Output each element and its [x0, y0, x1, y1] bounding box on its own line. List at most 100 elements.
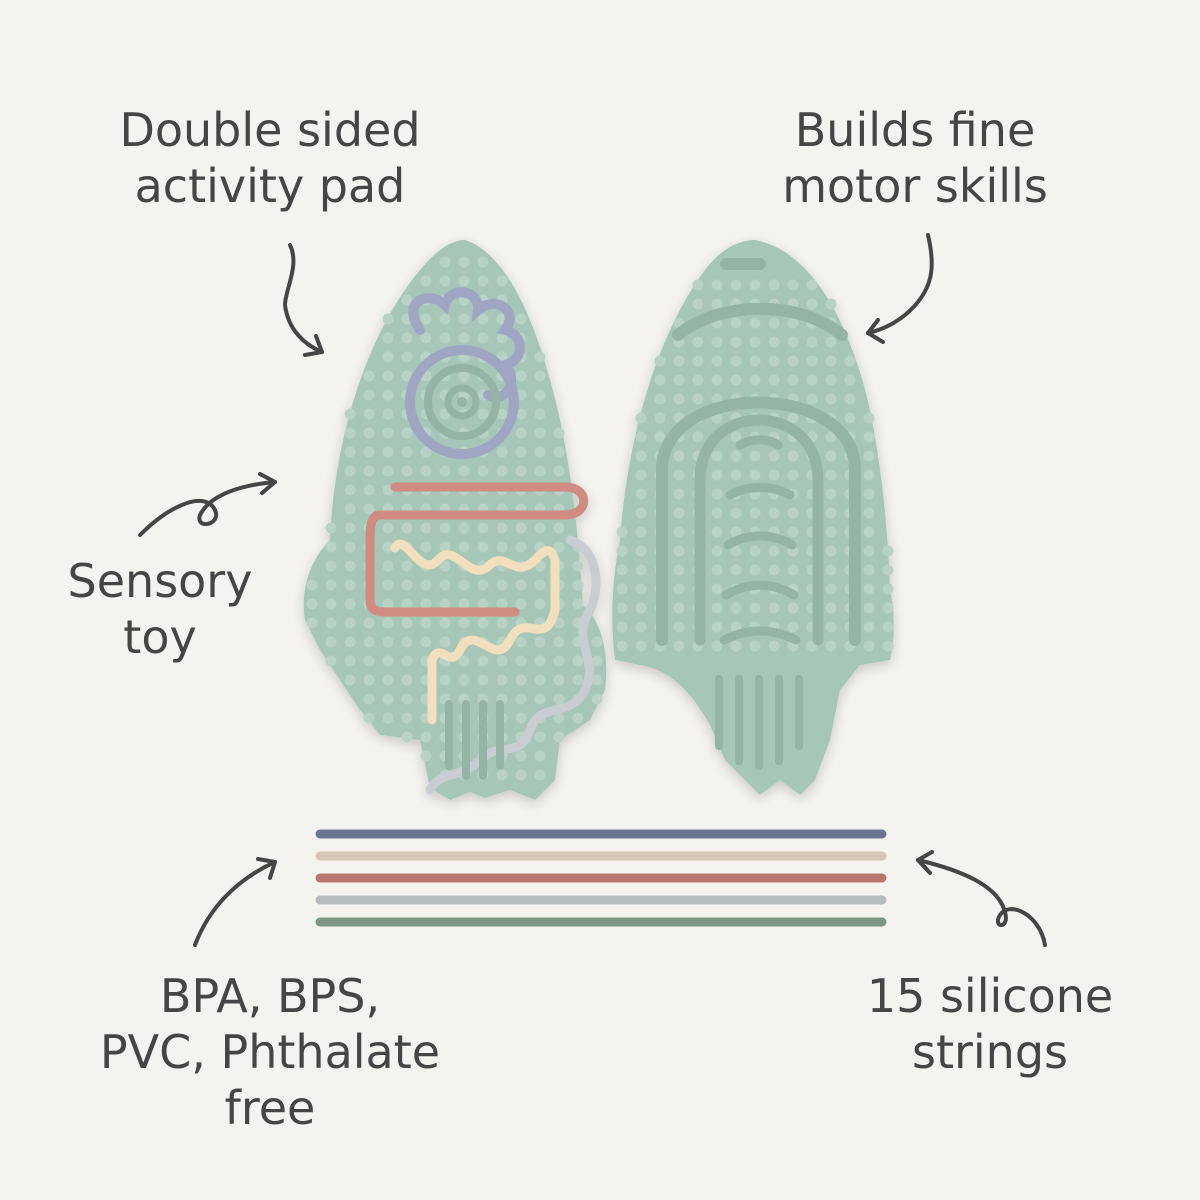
- label-line: motor skills: [782, 159, 1048, 213]
- bump: [401, 655, 413, 667]
- bump: [711, 621, 723, 633]
- bump: [825, 545, 837, 557]
- bump: [401, 370, 413, 382]
- rainbow-arch-outer: [656, 396, 861, 646]
- bump: [439, 674, 451, 686]
- bump: [325, 655, 337, 667]
- bump: [635, 564, 647, 576]
- bump: [553, 427, 565, 439]
- bump: [363, 503, 375, 515]
- bump: [616, 564, 628, 576]
- bump: [534, 522, 546, 534]
- bump: [654, 431, 666, 443]
- bump: [825, 450, 837, 462]
- bump: [787, 355, 799, 367]
- bump: [496, 655, 508, 667]
- bump: [711, 488, 723, 500]
- bump: [730, 507, 742, 519]
- bump: [325, 560, 337, 572]
- bump: [439, 332, 451, 344]
- bump: [477, 522, 489, 534]
- annotation-arrows: [138, 233, 1047, 947]
- bump: [768, 602, 780, 614]
- bump: [382, 389, 394, 401]
- bump: [692, 431, 704, 443]
- top-arch-ridge: [672, 302, 848, 341]
- bump: [711, 469, 723, 481]
- bump: [496, 275, 508, 287]
- bump: [749, 450, 761, 462]
- bump: [420, 598, 432, 610]
- bump: [401, 617, 413, 629]
- bump: [477, 465, 489, 477]
- bump: [496, 541, 508, 553]
- bump: [635, 621, 647, 633]
- bump: [749, 469, 761, 481]
- bump: [344, 522, 356, 534]
- bump: [458, 465, 470, 477]
- bump: [382, 313, 394, 325]
- bump: [572, 674, 584, 686]
- nose-slot: [720, 258, 766, 270]
- bump: [692, 355, 704, 367]
- bump: [825, 355, 837, 367]
- bump: [458, 275, 470, 287]
- bump: [458, 256, 470, 268]
- bump: [515, 427, 527, 439]
- bump: [534, 465, 546, 477]
- bump: [768, 374, 780, 386]
- bump: [768, 640, 780, 652]
- bump: [420, 465, 432, 477]
- target-ring-inner: [444, 384, 480, 420]
- bump: [711, 583, 723, 595]
- bump: [768, 317, 780, 329]
- bump: [711, 564, 723, 576]
- bump: [496, 465, 508, 477]
- bump: [477, 617, 489, 629]
- bump: [477, 256, 489, 268]
- bump: [749, 336, 761, 348]
- bump: [768, 279, 780, 291]
- bump: [534, 750, 546, 762]
- bump: [825, 602, 837, 614]
- bump: [420, 636, 432, 648]
- bump: [363, 389, 375, 401]
- bump: [768, 336, 780, 348]
- bump: [363, 427, 375, 439]
- bump: [363, 655, 375, 667]
- bump: [496, 617, 508, 629]
- curved-arrow-icon: [193, 857, 277, 947]
- bump: [534, 427, 546, 439]
- bump: [730, 431, 742, 443]
- bump: [768, 469, 780, 481]
- bump: [382, 579, 394, 591]
- bump: [344, 636, 356, 648]
- bump: [420, 541, 432, 553]
- bump: [787, 507, 799, 519]
- bump: [787, 279, 799, 291]
- bump: [825, 431, 837, 443]
- bump: [654, 412, 666, 424]
- bump: [673, 545, 685, 557]
- label-line: Double sided: [119, 103, 421, 157]
- bump: [477, 541, 489, 553]
- bump: [344, 617, 356, 629]
- bump: [306, 579, 318, 591]
- bump: [863, 431, 875, 443]
- bump: [401, 446, 413, 458]
- bump: [673, 526, 685, 538]
- bump: [363, 408, 375, 420]
- bump: [420, 750, 432, 762]
- bump: [572, 560, 584, 572]
- bump: [635, 583, 647, 595]
- bump: [572, 712, 584, 724]
- bump: [496, 579, 508, 591]
- bump: [458, 522, 470, 534]
- bump: [863, 564, 875, 576]
- label-line: 15 silicone: [866, 969, 1114, 1023]
- bump: [401, 636, 413, 648]
- bump: [863, 507, 875, 519]
- label-line: PVC, Phthalate: [99, 1025, 441, 1079]
- bump: [825, 298, 837, 310]
